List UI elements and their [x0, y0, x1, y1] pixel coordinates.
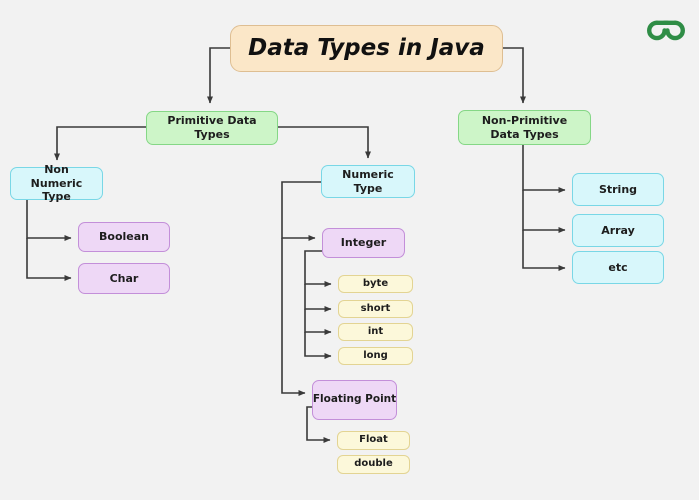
node-label: byte — [362, 277, 389, 289]
connector-line — [522, 230, 566, 271]
connector-line — [281, 238, 306, 396]
connector-line — [26, 238, 72, 281]
node-numeric-type: Numeric Type — [321, 165, 415, 198]
node-boolean: Boolean — [78, 222, 170, 252]
node-integer: Integer — [322, 228, 405, 258]
node-label: long — [363, 349, 388, 361]
connector-line — [26, 200, 72, 241]
node-non-primitive-data-types: Non-Primitive Data Types — [458, 110, 591, 145]
node-double: double — [337, 455, 410, 474]
node-string: String — [572, 173, 664, 206]
geeksforgeeks-logo-icon — [647, 20, 685, 41]
node-label: Non Numeric Type — [30, 162, 83, 204]
node-label: Char — [109, 271, 139, 285]
node-primitive-data-types: Primitive Data Types — [146, 111, 278, 145]
connector-line — [304, 332, 332, 359]
node-int: int — [338, 323, 413, 341]
node-short: short — [338, 300, 413, 318]
node-label: Array — [601, 223, 635, 237]
node-char: Char — [78, 263, 170, 294]
node-label: String — [598, 182, 638, 196]
node-label: Primitive Data Types — [167, 114, 257, 141]
connector-line — [207, 47, 230, 104]
node-label: Non-Primitive Data Types — [481, 113, 568, 141]
node-label: Float — [359, 434, 388, 446]
node-label: Integer — [340, 236, 387, 250]
connector-line — [304, 284, 332, 312]
diagram-title-label: Data Types in Java — [248, 35, 485, 62]
node-non-numeric-type: Non Numeric Type — [10, 163, 103, 203]
node-label: double — [354, 458, 393, 470]
connector-line — [522, 145, 566, 193]
node-long: long — [338, 347, 413, 365]
connector-line — [54, 126, 146, 161]
node-byte: byte — [338, 275, 413, 293]
connector-line — [278, 126, 371, 159]
node-label: Boolean — [99, 230, 149, 244]
connector-line — [304, 309, 332, 335]
connector-line — [281, 181, 321, 241]
node-label: short — [360, 302, 391, 314]
node-etc: etc — [572, 251, 664, 284]
node-float: Float — [337, 431, 410, 450]
node-label: Numeric Type — [342, 167, 394, 195]
node-label: Floating Point — [312, 393, 397, 406]
diagram-title: Data Types in Java — [230, 25, 503, 72]
node-array: Array — [572, 214, 664, 247]
node-floating-point: Floating Point — [312, 380, 397, 420]
node-label: int — [367, 325, 384, 337]
connector-line — [522, 190, 566, 233]
connector-line — [503, 47, 526, 104]
node-label: etc — [608, 260, 628, 274]
